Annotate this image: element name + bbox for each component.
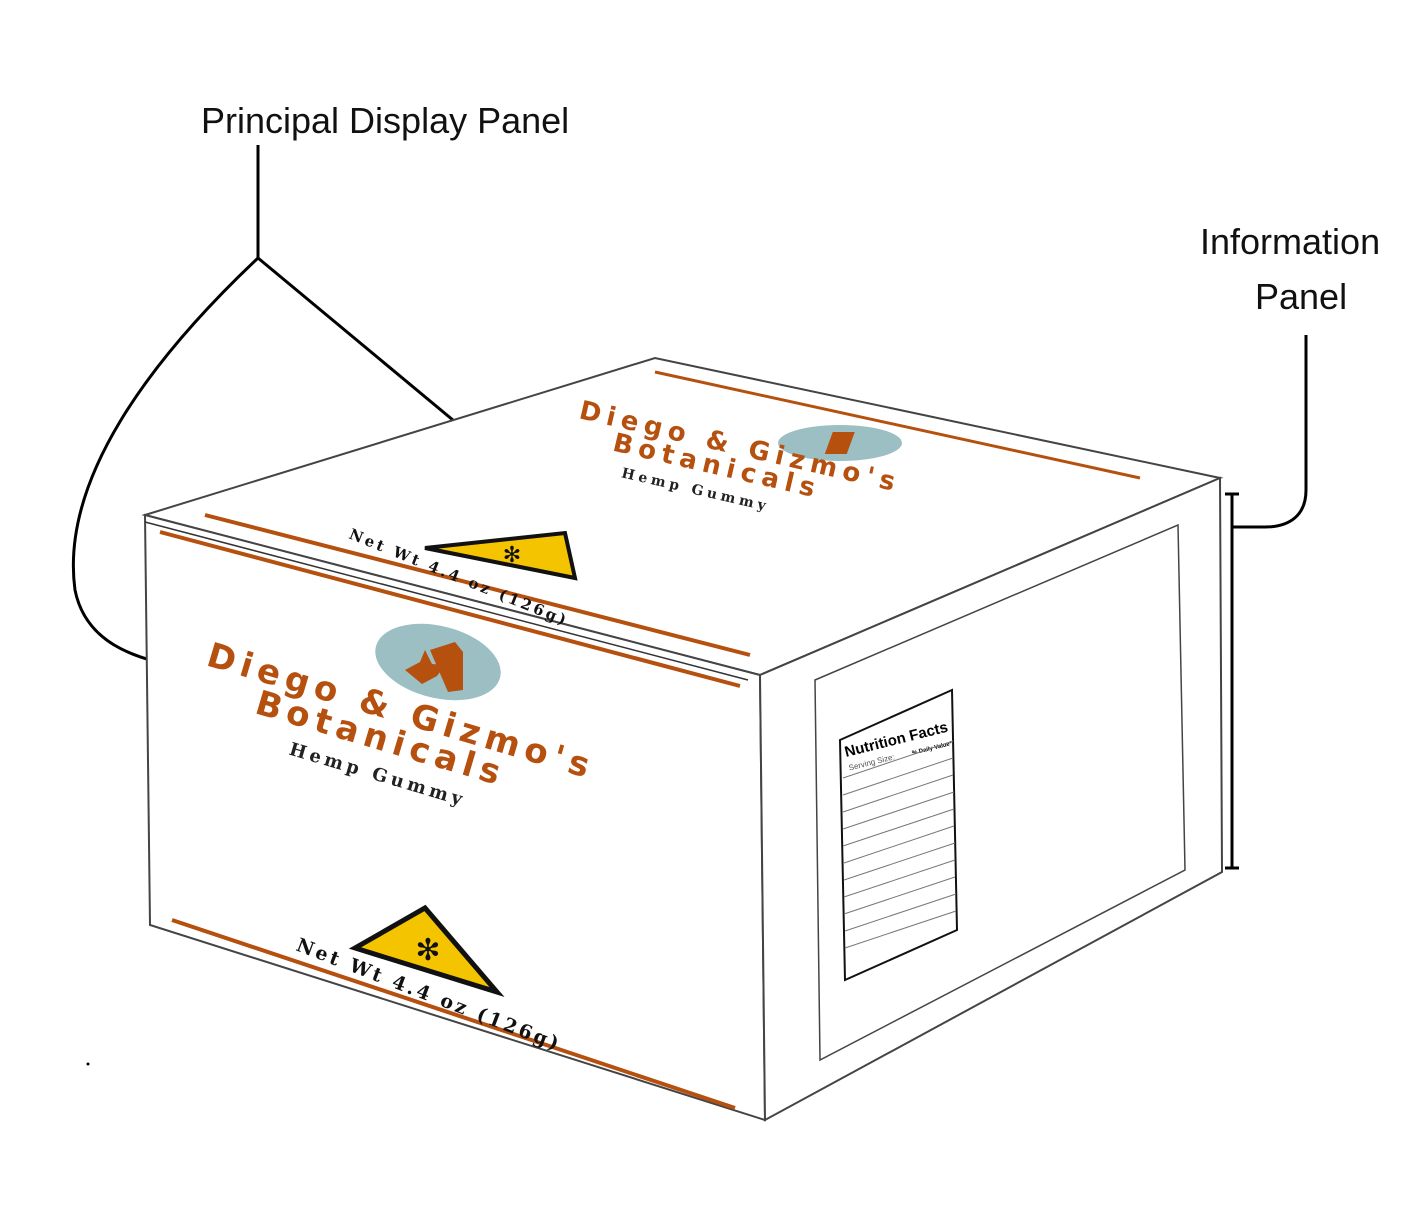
front-warning-icon [348, 904, 505, 997]
principal-display-panel-label: Principal Display Panel [201, 100, 569, 141]
information-panel-label-line1: Information [1200, 221, 1380, 262]
front-logo-icon [375, 623, 501, 701]
top-warning-icon [424, 530, 578, 581]
top-leaf-icon: ✻ [503, 542, 521, 567]
information-panel-label-line2: Panel [1255, 276, 1347, 317]
nutrition-rows [842, 740, 957, 949]
information-panel-content: Nutrition Facts Serving Size: % Daily Va… [814, 523, 1186, 1062]
front-leaf-icon: ✻ [415, 934, 440, 967]
information-callout-bracket [1225, 335, 1308, 870]
nutrition-facts-label: Nutrition Facts Serving Size: % Daily Va… [838, 688, 959, 982]
